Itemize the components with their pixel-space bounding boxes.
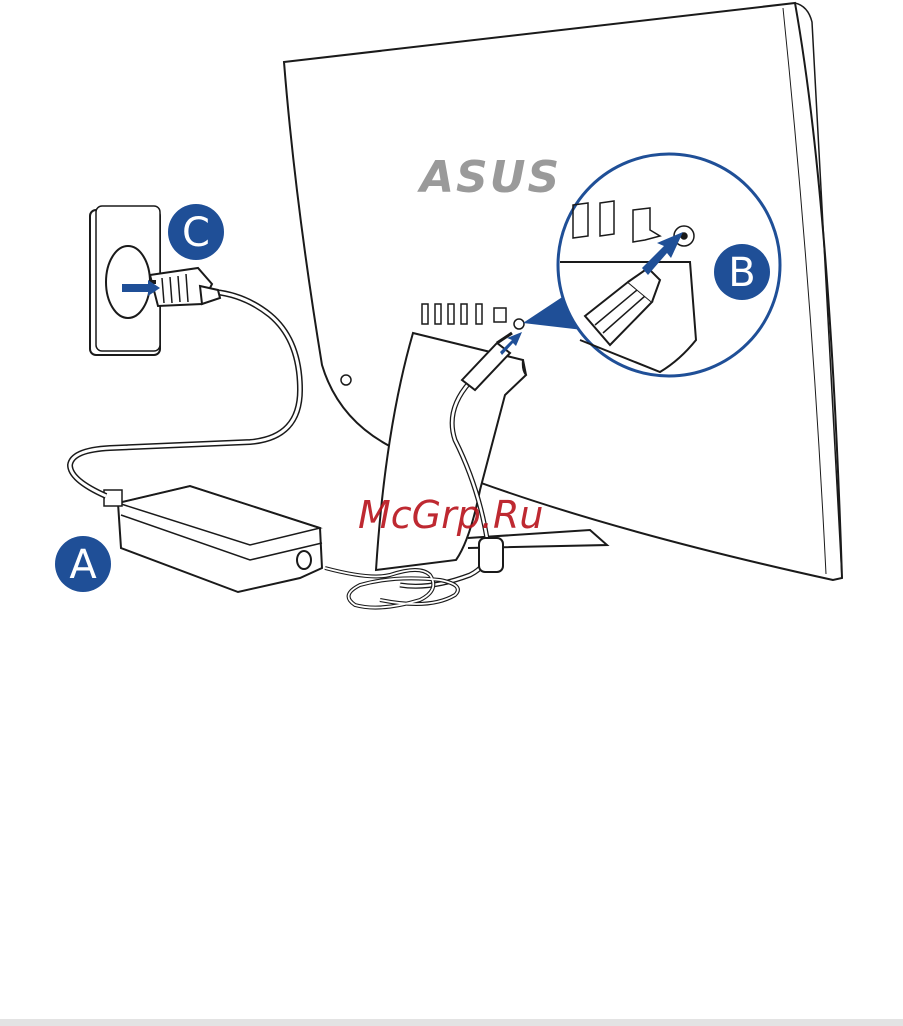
step-label-a: A	[69, 542, 97, 588]
watermark: McGrp.Ru	[358, 493, 543, 537]
brand-logo: ASUS	[417, 152, 561, 203]
ferrite-core	[479, 538, 503, 572]
power-adapter	[104, 486, 322, 592]
step-label-b: B	[728, 250, 755, 296]
coiled-cord	[325, 568, 458, 608]
ac-plug	[150, 268, 220, 306]
step-badge-a: A	[55, 536, 111, 592]
step-badge-c: C	[168, 204, 224, 260]
page-bottom-divider	[0, 1019, 903, 1026]
step-label-c: C	[182, 210, 210, 256]
step-badge-b: B	[714, 244, 770, 300]
wall-outlet	[90, 206, 160, 355]
